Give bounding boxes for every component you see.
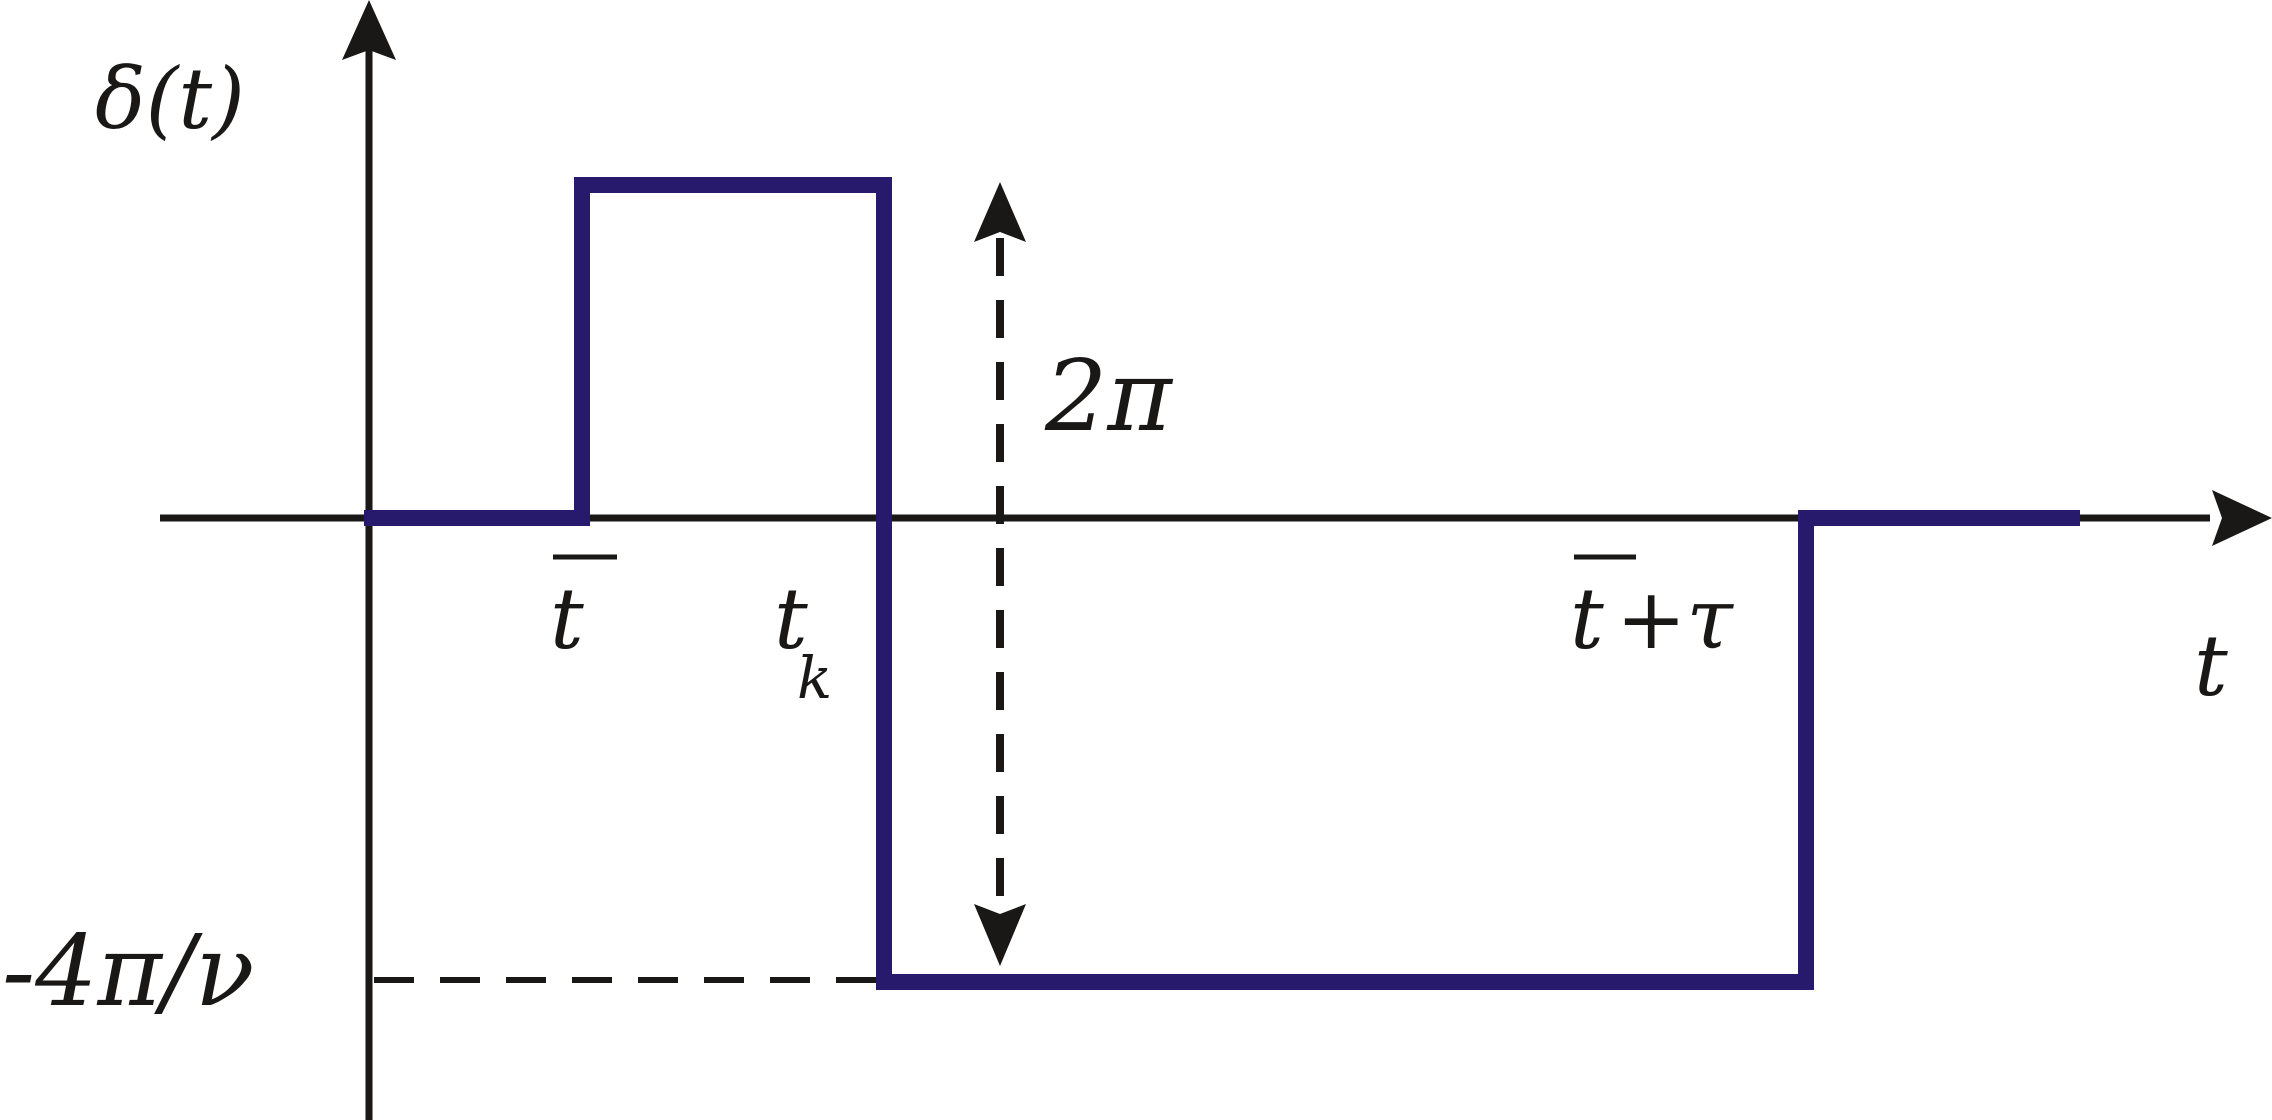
t-bar-tau-t-label: t [1570,570,1604,668]
t-k-subscript: k [797,644,832,712]
negative-level-label: -4π/ν [2,915,254,1029]
amplitude-label: 2π [1044,340,1173,454]
t-k-label: t [774,570,808,668]
amplitude-arrow-up-icon [974,182,1026,242]
x-axis-label: t [2194,617,2228,715]
y-axis-label: δ(t) [95,50,245,148]
amplitude-arrow-down-icon [974,904,1026,966]
y-axis-arrow-icon [342,0,396,60]
t-bar-label: t [550,570,584,668]
signal-trace [364,177,2080,990]
x-axis-arrow-icon [2212,490,2272,546]
t-bar-tau-rest-label: +τ [1616,570,1734,668]
